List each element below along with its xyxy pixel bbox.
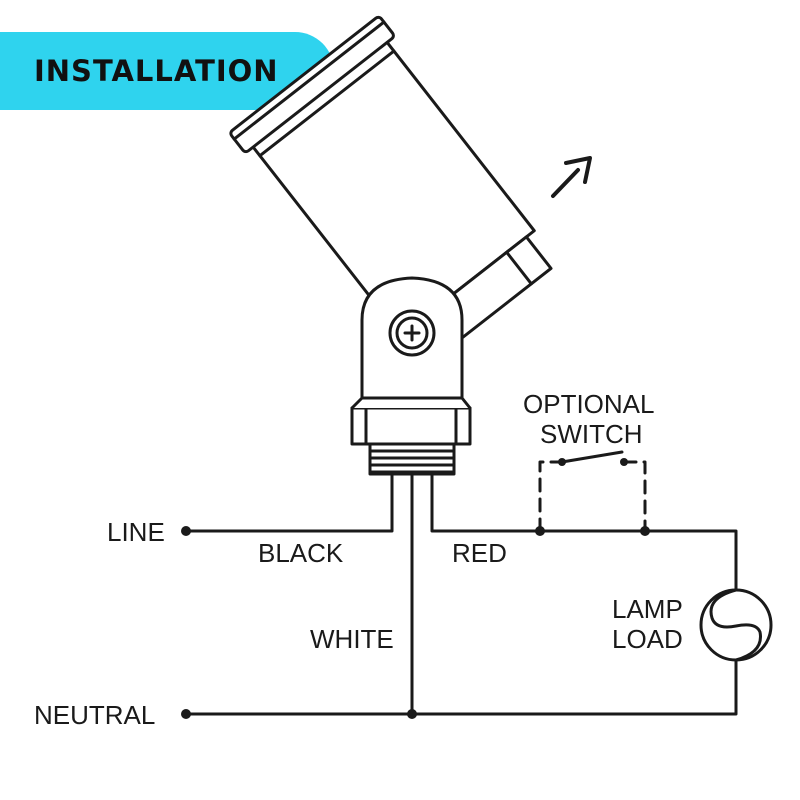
black-wire	[184, 472, 394, 533]
lamp-label-line1: LAMP	[612, 594, 683, 624]
neutral-label: NEUTRAL	[34, 700, 155, 730]
lamp-icon	[699, 588, 773, 662]
line-terminal-dot	[181, 526, 191, 536]
photocell-sensor-icon	[229, 15, 553, 476]
black-wire-label: BLACK	[258, 538, 344, 568]
white-wire-label: WHITE	[310, 624, 394, 654]
screw-icon	[388, 309, 436, 357]
switch-junction-right	[640, 526, 650, 536]
neutral-junction-dot	[407, 709, 417, 719]
lamp-return-wire	[184, 658, 738, 716]
switch-junction-left	[535, 526, 545, 536]
red-wire-label: RED	[452, 538, 507, 568]
page-title: INSTALLATION	[34, 54, 279, 88]
line-label: LINE	[107, 517, 165, 547]
arrow-icon	[551, 156, 592, 198]
switch-contact-right	[620, 458, 628, 466]
red-wire	[430, 472, 738, 592]
switch-icon	[538, 450, 647, 533]
switch-contact-left	[558, 458, 566, 466]
switch-label-line1: OPTIONAL	[523, 389, 654, 419]
switch-label-line2: SWITCH	[540, 419, 643, 449]
lamp-label-line2: LOAD	[612, 624, 683, 654]
neutral-terminal-dot	[181, 709, 191, 719]
